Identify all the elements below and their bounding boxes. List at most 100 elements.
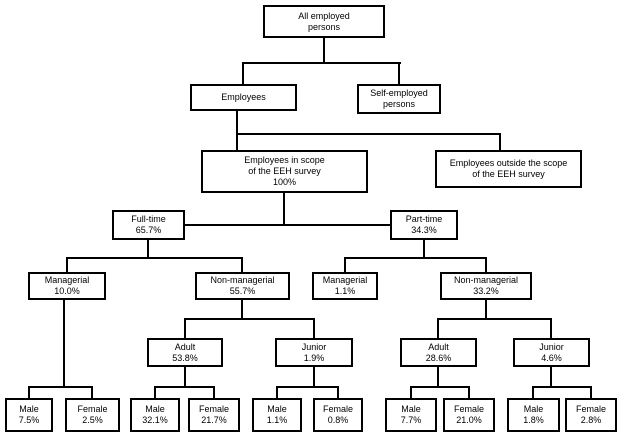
node-label: Adult [174, 341, 196, 352]
connector-vertical [184, 318, 186, 338]
connector-vertical [337, 386, 339, 398]
node-label: Junior [301, 341, 327, 352]
node-fulltime-non-managerial: Non-managerial 55.7% [195, 272, 290, 300]
connector-horizontal [276, 386, 339, 388]
node-value: 28.6% [425, 352, 452, 363]
node-label: Non-managerial [453, 275, 519, 285]
node-value: 2.8% [580, 415, 602, 425]
node-value: 21.0% [456, 415, 482, 425]
node-value: 4.6% [541, 352, 562, 363]
node-label: Male [19, 404, 39, 414]
connector-vertical [283, 193, 285, 226]
node-label: Employees [221, 92, 266, 102]
connector-vertical [66, 257, 68, 272]
connector-vertical [344, 257, 346, 272]
node-parttime-adult: Adult 28.6% [400, 338, 477, 367]
connector-vertical [236, 110, 238, 150]
connector-vertical [184, 367, 186, 388]
node-fulltime-junior: Junior 1.9% [275, 338, 353, 367]
node-employees-outside-scope: Employees outside the scope of the EEH s… [435, 150, 582, 188]
node-self-employed-persons: Self-employed persons [357, 84, 441, 114]
node-label: All employed persons [298, 10, 350, 32]
node-part-time: Part-time 34.3% [390, 210, 458, 240]
connector-horizontal [28, 386, 93, 388]
node-label: Male [145, 404, 165, 414]
node-parttime-managerial: Managerial 1.1% [312, 272, 378, 300]
node-pt-adult-female: Female 21.0% [443, 398, 495, 432]
connector-vertical [550, 367, 552, 388]
connector-vertical [532, 386, 534, 398]
node-full-time: Full-time 65.7% [112, 210, 185, 240]
node-value: 10.0% [54, 286, 80, 296]
node-ft-junior-male: Male 1.1% [252, 398, 302, 432]
connector-vertical [313, 318, 315, 338]
connector-vertical [398, 62, 400, 84]
connector-horizontal [66, 257, 243, 259]
node-label: Female [77, 404, 108, 414]
node-value: 7.7% [400, 415, 422, 425]
connector-horizontal [410, 386, 470, 388]
node-value: 32.1% [142, 415, 168, 425]
connector-vertical [550, 318, 552, 338]
node-label: Managerial [44, 275, 90, 285]
node-value: 21.7% [201, 415, 227, 425]
connector-vertical [213, 386, 215, 398]
connector-vertical [323, 37, 325, 64]
node-pt-junior-male: Male 1.8% [507, 398, 560, 432]
node-value: 7.5% [18, 415, 40, 425]
node-pt-junior-female: Female 2.8% [565, 398, 617, 432]
connector-horizontal [154, 386, 215, 388]
node-value: 100% [272, 177, 297, 187]
connector-horizontal [185, 224, 390, 226]
node-label: Female [198, 404, 229, 414]
node-label: Full-time [131, 214, 166, 224]
node-value: 0.8% [327, 415, 349, 425]
node-label: Managerial [322, 275, 368, 285]
node-value: 2.5% [82, 415, 103, 425]
node-label: Employees in scope of the EEH survey [244, 155, 325, 176]
connector-vertical [241, 257, 243, 272]
node-ft-adult-male: Male 32.1% [130, 398, 180, 432]
node-label: Female [575, 404, 606, 414]
node-value: 53.8% [172, 352, 198, 363]
connector-horizontal [242, 62, 401, 64]
node-value: 33.2% [473, 286, 499, 296]
node-label: Self-employed persons [370, 88, 428, 109]
connector-vertical [147, 240, 149, 259]
node-label: Female [453, 404, 484, 414]
node-ft-adult-female: Female 21.7% [188, 398, 240, 432]
node-fulltime-managerial: Managerial 10.0% [28, 272, 106, 300]
node-employees-in-scope: Employees in scope of the EEH survey 100… [201, 150, 368, 193]
connector-vertical [276, 386, 278, 398]
node-label: Employees outside the scope of the EEH s… [449, 158, 568, 179]
connector-vertical [63, 300, 65, 388]
node-parttime-junior: Junior 4.6% [513, 338, 590, 367]
node-value: 1.1% [334, 286, 356, 296]
connector-horizontal [236, 133, 501, 135]
connector-vertical [28, 386, 30, 398]
node-label: Junior [539, 341, 564, 352]
connector-vertical [437, 367, 439, 388]
node-ft-managerial-male: Male 7.5% [5, 398, 53, 432]
node-parttime-non-managerial: Non-managerial 33.2% [440, 272, 532, 300]
node-ft-junior-female: Female 0.8% [313, 398, 363, 432]
node-label: Male [267, 404, 287, 414]
node-value: 55.7% [229, 286, 256, 296]
node-pt-adult-male: Male 7.7% [385, 398, 437, 432]
connector-horizontal [344, 257, 487, 259]
node-value: 34.3% [411, 225, 437, 235]
connector-vertical [485, 257, 487, 272]
connector-vertical [468, 386, 470, 398]
node-value: 1.1% [266, 415, 288, 425]
connector-horizontal [184, 318, 315, 320]
node-label: Non-managerial [210, 275, 275, 285]
connector-vertical [437, 318, 439, 338]
node-ft-managerial-female: Female 2.5% [65, 398, 120, 432]
node-label: Adult [428, 341, 449, 352]
node-employees: Employees [190, 84, 297, 111]
node-fulltime-adult: Adult 53.8% [147, 338, 223, 367]
connector-vertical [241, 300, 243, 320]
connector-vertical [410, 386, 412, 398]
connector-vertical [485, 300, 487, 320]
